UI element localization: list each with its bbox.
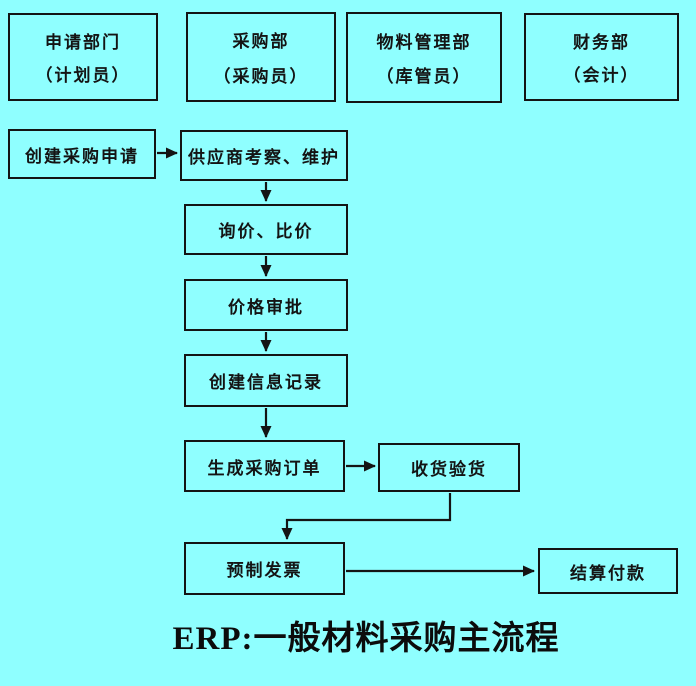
step-inquiry-price-compare: 询价、比价 <box>184 204 348 255</box>
lane-role-label: （计划员） <box>35 66 131 86</box>
lane-box-materials-dept: 物料管理部 （库管员） <box>346 12 502 103</box>
lane-role-label: （采购员） <box>213 66 309 86</box>
step-goods-receipt-inspection: 收货验货 <box>378 443 520 492</box>
step-park-invoice: 预制发票 <box>184 542 345 595</box>
lane-label: 申请部门 <box>45 32 121 52</box>
step-label: 收货验货 <box>411 460 487 479</box>
step-create-purchase-order: 生成采购订单 <box>184 440 345 492</box>
arrow-receipt-to-invoice <box>281 493 452 540</box>
step-label: 结算付款 <box>570 563 646 583</box>
lane-role-label: （库管员） <box>376 67 472 87</box>
lane-box-requesting-dept: 申请部门 （计划员） <box>8 13 158 101</box>
step-label: 询价、比价 <box>218 222 314 241</box>
lane-box-purchasing-dept: 采购部 （采购员） <box>186 12 336 102</box>
lane-role-label: （会计） <box>563 66 640 86</box>
step-supplier-survey-maintain: 供应商考察、维护 <box>180 130 348 181</box>
step-create-info-record: 创建信息记录 <box>184 354 348 407</box>
step-price-approval: 价格审批 <box>184 279 348 331</box>
step-label: 价格审批 <box>228 297 304 317</box>
diagram-title: ERP:一般材料采购主流程 <box>172 621 560 657</box>
lane-label: 物料管理部 <box>376 32 472 52</box>
step-label: 创建采购申请 <box>25 146 139 166</box>
lane-label: 财务部 <box>573 32 630 52</box>
step-create-purchase-requisition: 创建采购申请 <box>8 129 156 179</box>
step-settlement-payment: 结算付款 <box>538 548 678 594</box>
step-label: 创建信息记录 <box>209 373 323 392</box>
lane-label: 采购部 <box>232 32 290 52</box>
step-label: 供应商考察、维护 <box>188 148 340 167</box>
step-label: 生成采购订单 <box>207 458 322 478</box>
lane-box-finance-dept: 财务部 （会计） <box>524 13 679 101</box>
step-label: 预制发票 <box>226 561 303 580</box>
